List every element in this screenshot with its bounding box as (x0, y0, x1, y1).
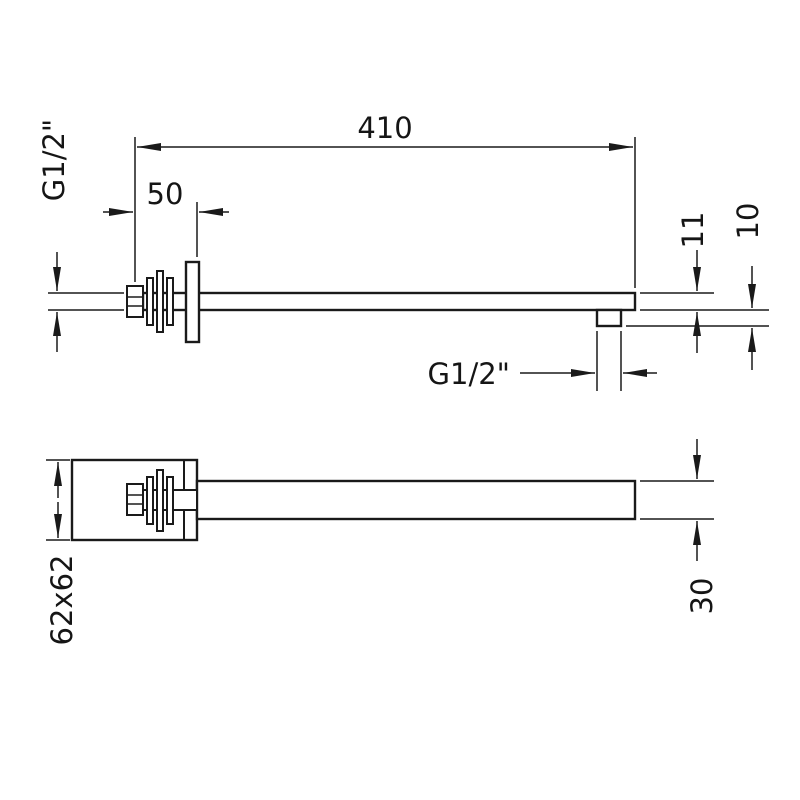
dim-overall-length: 410 (134, 111, 636, 288)
washer (146, 476, 154, 525)
shower-arm-bar (141, 291, 637, 312)
dim-plate-size-label: 62x62 (45, 555, 79, 646)
washer (156, 270, 164, 333)
washer (166, 476, 174, 525)
dim-arm-thickness-label: 11 (676, 212, 710, 249)
dim-arm-width-label: 30 (685, 578, 719, 615)
washer (146, 277, 154, 326)
dim-outlet-drop: 10 (731, 203, 765, 370)
dim-arm-width: 30 (640, 439, 719, 614)
dim-plate-offset: 50 (103, 177, 229, 257)
hex-nut (126, 483, 144, 516)
washer (156, 469, 164, 532)
dim-inlet-thread: G1/2" (37, 119, 124, 352)
plan-view: 62x62 30 (45, 439, 719, 645)
wall-plate-side (184, 260, 201, 344)
washer (166, 277, 174, 326)
dim-outlet-thread: G1/2" (428, 331, 657, 391)
outlet-connector (595, 308, 623, 328)
dim-outlet-thread-label: G1/2" (428, 357, 510, 391)
dim-inlet-thread-label: G1/2" (37, 119, 71, 201)
dim-plate-offset-label: 50 (147, 177, 184, 211)
side-view: 410 50 G1/2" 11 (37, 111, 769, 391)
dim-plate-size: 62x62 (45, 459, 79, 646)
hex-nut (126, 285, 144, 318)
shower-arm-bar-plan (195, 479, 637, 521)
dim-outlet-drop-label: 10 (731, 203, 765, 240)
dim-arm-thickness: 11 (626, 212, 769, 353)
dim-overall-length-label: 410 (357, 111, 412, 145)
